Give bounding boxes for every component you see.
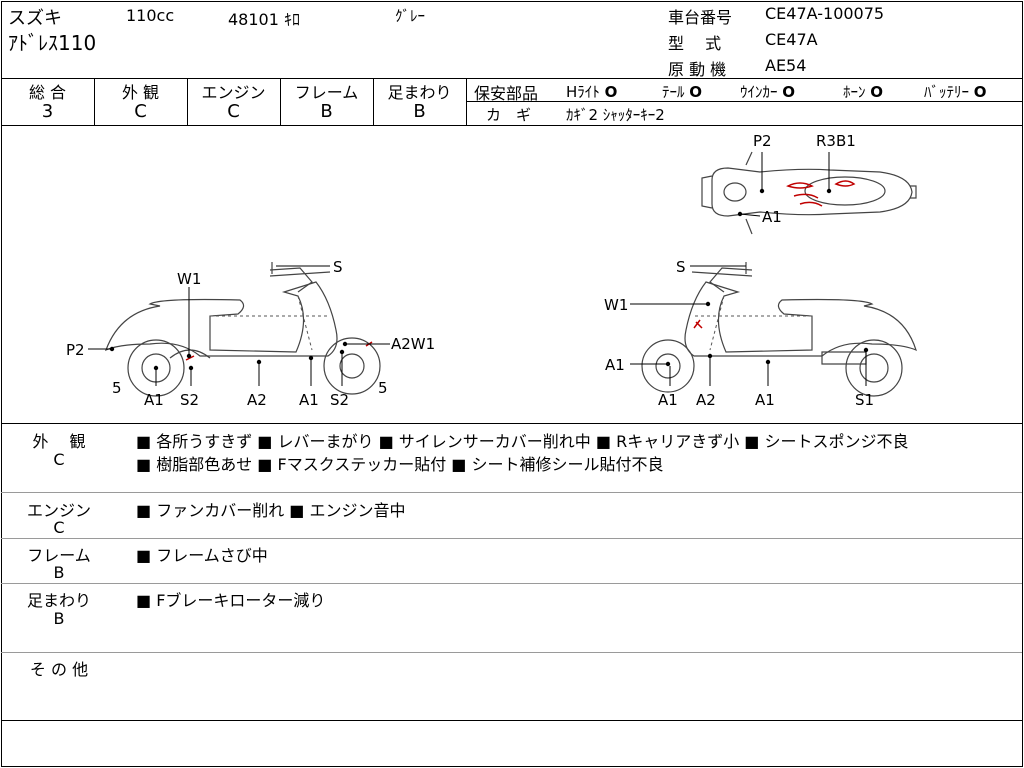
- right-view-scooter: [641, 262, 917, 397]
- type-label: 型 式: [668, 34, 722, 53]
- left-label-s: S: [333, 258, 343, 276]
- remark-exterior-line2: ■ 樹脂部色あせ ■ Fマスクステッカー貼付 ■ シート補修シール貼付不良: [136, 455, 664, 474]
- left-bottom-a1-rear: A1: [299, 391, 319, 409]
- key-label: カ ギ: [486, 106, 532, 124]
- remark-suspension-label: 足まわり: [26, 591, 91, 610]
- score-exterior-label: 外 観: [121, 83, 160, 102]
- left-label-5-right: 5: [378, 379, 388, 397]
- score-frame-value: B: [320, 101, 333, 122]
- color: ｸﾞﾚｰ: [395, 7, 426, 25]
- remark-engine-grade: C: [53, 518, 65, 537]
- score-engine-label: エンジン: [201, 83, 266, 102]
- right-bottom-a1-rear: A1: [755, 391, 775, 409]
- score-suspension-value: B: [413, 101, 426, 122]
- displacement: 110cc: [126, 6, 175, 25]
- mileage: 48101 ｷﾛ: [228, 10, 300, 29]
- left-bottom-s2: S2: [180, 391, 199, 409]
- score-frame-label: フレーム: [294, 83, 359, 102]
- top-label-p2: P2: [753, 132, 772, 150]
- safety-battery-mark: O: [973, 83, 987, 101]
- remark-exterior-label: 外 観: [32, 432, 86, 451]
- safety-winker-mark: O: [782, 83, 796, 101]
- right-bottom-a2: A2: [696, 391, 716, 409]
- safety-horn-mark: O: [870, 83, 884, 101]
- right-bottom-a1: A1: [658, 391, 678, 409]
- remark-engine-label: エンジン: [26, 501, 91, 520]
- left-bottom-s2-rear: S2: [330, 391, 349, 409]
- remark-engine-line1: ■ ファンカバー削れ ■ エンジン音中: [136, 501, 406, 520]
- safety-headlight: Hﾗｲﾄ O: [566, 83, 618, 101]
- remark-frame-line1: ■ フレームさび中: [136, 546, 268, 565]
- right-label-s: S: [676, 258, 686, 276]
- left-view-scooter: [104, 262, 381, 397]
- score-engine-value: C: [227, 101, 240, 122]
- safety-winker: ｳｲﾝｶｰ O: [740, 83, 796, 101]
- left-bottom-a2: A2: [247, 391, 267, 409]
- remark-suspension-grade: B: [53, 609, 65, 628]
- remark-frame-grade: B: [53, 563, 65, 582]
- remark-suspension-line1: ■ Fブレーキローター減り: [136, 591, 326, 610]
- right-label-a1: A1: [605, 356, 625, 374]
- type-value: CE47A: [765, 30, 818, 49]
- safety-horn: ﾎｰﾝ O: [843, 83, 884, 101]
- score-total-value: 3: [41, 101, 54, 122]
- left-label-5-left: 5: [112, 379, 122, 397]
- remark-exterior-line1: ■ 各所うすきず ■ レバーまがり ■ サイレンサーカバー削れ中 ■ Rキャリア…: [136, 432, 909, 451]
- safety-headlight-mark: O: [604, 83, 618, 101]
- left-bottom-a1: A1: [144, 391, 164, 409]
- score-suspension-label: 足まわり: [387, 83, 452, 102]
- left-label-w1: W1: [177, 270, 201, 288]
- right-bottom-s1: S1: [855, 391, 874, 409]
- safety-battery: ﾊﾞｯﾃﾘｰ O: [924, 83, 987, 101]
- remark-other-label: そ の 他: [29, 660, 89, 679]
- safety-title: 保安部品: [474, 84, 539, 103]
- safety-tail: ﾃｰﾙ O: [662, 83, 703, 101]
- key-value: ｶｷﾞ2 ｼｬｯﾀｰｷｰ2: [566, 106, 665, 124]
- remark-frame-label: フレーム: [27, 546, 91, 565]
- top-label-r3b1: R3B1: [816, 132, 856, 150]
- engine-label: 原 動 機: [668, 60, 727, 79]
- score-exterior-value: C: [134, 101, 147, 122]
- top-label-a1: A1: [762, 208, 782, 226]
- chassis-value: CE47A-100075: [765, 4, 885, 23]
- right-label-w1: W1: [604, 296, 628, 314]
- top-view-scooter: [701, 151, 917, 235]
- chassis-label: 車台番号: [668, 8, 733, 27]
- model-name: ｱﾄﾞﾚｽ110: [8, 31, 97, 55]
- left-label-a2w1: A2W1: [391, 335, 435, 353]
- engine-value: AE54: [765, 56, 807, 75]
- maker: スズキ: [8, 8, 62, 29]
- damage-diagram: P2 R3B1 A1 S W1 P2 A2W1 5 5 A1 S2 A2 A1 …: [66, 132, 917, 409]
- left-label-p2: P2: [66, 341, 85, 359]
- remark-exterior-grade: C: [53, 450, 65, 469]
- score-total-label: 総 合: [28, 83, 67, 102]
- safety-tail-mark: O: [689, 83, 703, 101]
